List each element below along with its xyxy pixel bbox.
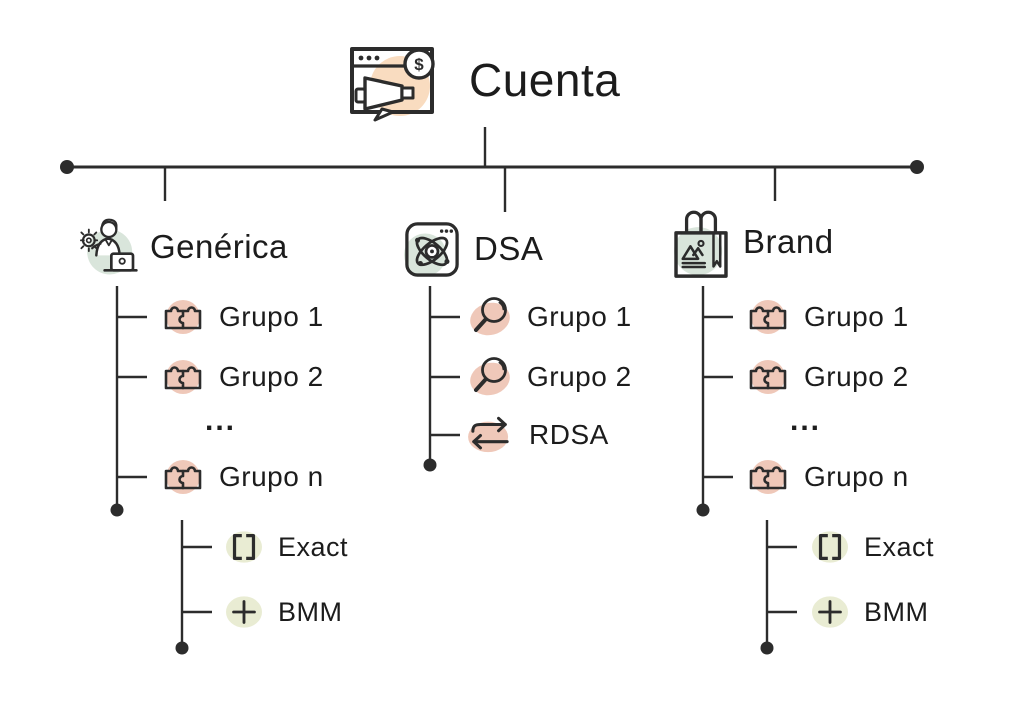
branch-brand: Brand [672,204,834,280]
magnifier-icon [466,355,514,399]
tree-node: Grupo 1 [466,295,632,339]
analyst-laptop-gear-icon [78,212,138,282]
tree-node: Grupo 1 [745,295,909,339]
node-label: Grupo 2 [219,361,324,392]
branch-label: DSA [474,230,544,267]
dollar-sign: $ [414,55,424,74]
branch-label: Brand [743,223,834,260]
ellipsis-label: ... [205,404,237,437]
node-label: Grupo 2 [804,361,909,392]
tree-subnode: Exact [224,527,348,567]
tree-node: Grupo 2 [745,355,909,399]
magnifier-icon [466,295,514,339]
shopping-bag-icon [672,205,730,279]
node-label: Grupo 1 [219,301,324,332]
browser-atom-icon [404,219,460,279]
brackets-icon [224,529,264,565]
node-label: Exact [864,531,935,562]
tree-node: Grupo 2 [466,355,632,399]
root-node: $ Cuenta [348,38,620,122]
node-label: BMM [864,596,929,627]
tree-node: Grupo n [745,455,909,499]
puzzle-icon [745,456,791,498]
tree-node: Grupo 2 [160,355,324,399]
node-label: Grupo 2 [527,361,632,392]
node-label: RDSA [529,419,609,450]
puzzle-icon [160,356,206,398]
node-label: Grupo n [804,461,909,492]
branch-generica: Genérica [78,210,288,284]
tree-node: Grupo 1 [160,295,324,339]
ads-browser-megaphone-icon: $ [348,39,445,122]
puzzle-icon [745,296,791,338]
branch-dsa: DSA [404,218,543,280]
puzzle-icon [745,356,791,398]
ellipsis-label: ... [790,404,822,437]
swap-arrows-icon [464,415,516,455]
plus-icon [224,594,264,630]
tree-node: Grupo n [160,455,324,499]
branch-label: Genérica [150,228,288,265]
node-label: Grupo 1 [804,301,909,332]
tree-subnode: BMM [810,592,929,632]
puzzle-icon [160,456,206,498]
tree-subnode: BMM [224,592,343,632]
node-label: BMM [278,596,343,627]
node-label: Grupo n [219,461,324,492]
tree-subnode: Exact [810,527,934,567]
root-label: Cuenta [469,54,621,106]
plus-icon [810,594,850,630]
puzzle-icon [160,296,206,338]
ellipsis-row: ... [205,404,236,438]
node-label: Grupo 1 [527,301,632,332]
ellipsis-row: ... [790,404,821,438]
brackets-icon [810,529,850,565]
tree-node: RDSA [464,415,609,455]
node-label: Exact [278,531,349,562]
